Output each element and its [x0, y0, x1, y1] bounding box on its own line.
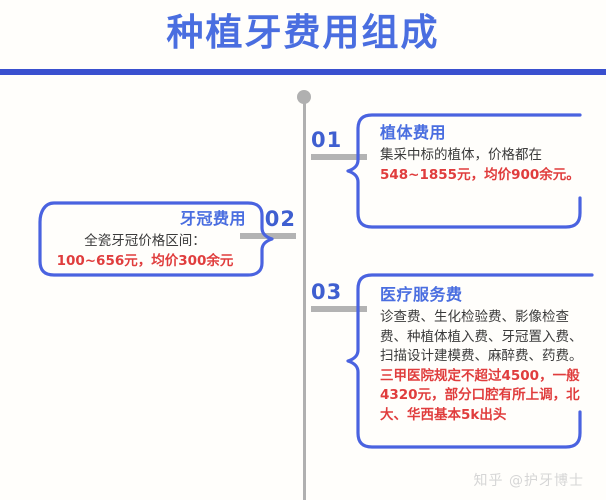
card-service-title: 医疗服务费: [380, 285, 463, 304]
brace-outline-mirrored-icon: [38, 201, 274, 277]
timeline-step-01: 01: [311, 129, 375, 160]
card-crown-text: 全瓷牙冠价格区间： 100~656元，均价300余元: [44, 232, 246, 271]
step-number-01: 01: [311, 128, 343, 152]
page-title: 种植牙费用组成: [166, 11, 440, 54]
card-service-text: 诊查费、生化检验费、影像检查费、种植体植入费、牙冠置入费、扫描设计建模费、麻醉费…: [380, 308, 588, 425]
card-implant-title: 植体费用: [380, 123, 447, 142]
card-crown-text-highlight: 100~656元，均价300余元: [56, 252, 234, 269]
step-underline-01: [311, 154, 367, 160]
title-divider: [0, 69, 606, 75]
step-number-02: 02: [264, 207, 296, 231]
step-underline-03: [311, 306, 367, 312]
card-crown-body: 牙冠费用 全瓷牙冠价格区间： 100~656元，均价300余元: [44, 208, 246, 271]
card-service-body: 医疗服务费 诊查费、生化检验费、影像检查费、种植体植入费、牙冠置入费、扫描设计建…: [380, 284, 588, 425]
step-number-03: 03: [311, 280, 343, 304]
card-service-text-highlight: 三甲医院规定不超过4500，一般4320元，部分口腔有所上调，北大、华西基本5k…: [380, 367, 580, 423]
timeline-step-03: 03: [311, 281, 375, 312]
card-crown-text-plain: 全瓷牙冠价格区间：: [84, 233, 206, 249]
card-implant-text-plain: 集采中标的植体，价格都在: [380, 147, 542, 163]
card-crown-cost: 牙冠费用 全瓷牙冠价格区间： 100~656元，均价300余元: [36, 200, 284, 278]
card-medical-service-cost: 医疗服务费 诊查费、生化检验费、影像检查费、种植体植入费、牙冠置入费、扫描设计建…: [344, 272, 596, 450]
card-implant-text: 集采中标的植体，价格都在 548~1855元，均价900余元。: [380, 146, 586, 185]
card-implant-body: 植体费用 集采中标的植体，价格都在 548~1855元，均价900余元。: [380, 122, 586, 185]
card-crown-title: 牙冠费用: [179, 209, 246, 228]
brace-outline-icon: [346, 273, 594, 449]
timeline-vertical-line: [303, 96, 306, 500]
card-implant-text-highlight: 548~1855元，均价900余元。: [380, 166, 580, 183]
card-implant-cost: 植体费用 集采中标的植体，价格都在 548~1855元，均价900余元。: [344, 112, 596, 230]
watermark: 知乎 @护牙博士: [473, 473, 584, 489]
brace-outline-icon: [346, 113, 582, 229]
card-service-text-plain: 诊查费、生化检验费、影像检查费、种植体植入费、牙冠置入费、扫描设计建模费、麻醉费…: [380, 309, 583, 364]
